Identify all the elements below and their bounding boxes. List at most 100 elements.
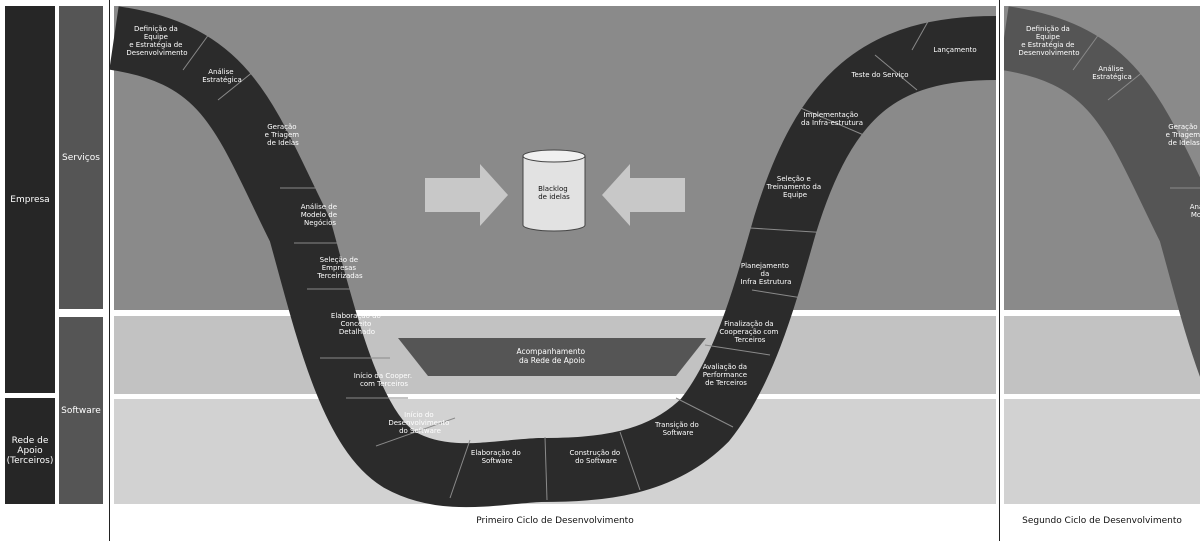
stage-line: Finalização da	[724, 320, 773, 328]
acompanhamento-label: Acompanhamento da Rede de Apoio	[516, 347, 587, 365]
label-servicos: Serviços	[59, 6, 103, 309]
stage-line: Elaboração do	[331, 312, 381, 320]
stage-line: Início da Cooper.	[354, 372, 412, 380]
stage-line: Teste do Serviço	[850, 71, 908, 79]
stage-label: Análise de Modelo de	[1190, 203, 1200, 219]
cycle1-road	[108, 6, 997, 508]
arrow-left-icon	[602, 164, 685, 226]
stage-line: Geração	[1168, 123, 1197, 131]
stage-line: Software	[482, 457, 513, 465]
label-rede-de-apoio: Rede de Apoio (Terceiros)	[5, 398, 55, 504]
stage-line: Equipe	[144, 33, 168, 41]
stage-line: do Software	[575, 457, 617, 465]
stage-label: Análise de Modelo de Negócios	[301, 203, 340, 227]
stage-label: Teste do Serviço	[850, 71, 908, 79]
label-software: Software	[59, 317, 103, 504]
stage-label: Avaliação da Performance de Terceiros	[703, 363, 750, 387]
acompanhamento-line: Acompanhamento	[516, 347, 585, 356]
cycle2-stage-labels: Definição da Equipe e Estratégia de Dese…	[1018, 25, 1200, 219]
stage-line: de Terceiros	[705, 379, 747, 387]
stage-label: Seleção e Treinamento da Equipe	[766, 175, 824, 199]
separator-cycles	[999, 0, 1000, 541]
stage-line: e Triagem	[265, 131, 300, 139]
stage-line: Análise de	[1190, 203, 1200, 211]
stage-line: Análise	[1098, 65, 1123, 73]
stage-line: Conceito	[341, 320, 372, 328]
stage-line: Desenvolvimento	[388, 419, 449, 427]
stage-line: Definição da	[1026, 25, 1070, 33]
stage-line: Lançamento	[933, 46, 976, 54]
cycle2-diagram: Definição da Equipe e Estratégia de Dese…	[1004, 6, 1200, 377]
stage-label: Definição da Equipe e Estratégia de Dese…	[1018, 25, 1079, 57]
band-software-cycle2	[1004, 316, 1200, 394]
stage-label: Análise Estratégica	[202, 68, 242, 84]
stage-line: Seleção e	[777, 175, 811, 183]
stage-line: Negócios	[304, 219, 336, 227]
stage-line: Detalhado	[339, 328, 375, 336]
stage-labels: Definição da Equipe e Estratégia de Dese…	[126, 25, 976, 465]
acompanhamento-line: da Rede de Apoio	[519, 356, 585, 365]
stage-label: Finalização da Cooperação com Terceiros	[719, 320, 780, 344]
band-rede-cycle2	[1004, 399, 1200, 504]
stage-line: da	[761, 270, 770, 278]
stage-line: Equipe	[1036, 33, 1060, 41]
stage-line: Modelo de	[1191, 211, 1200, 219]
stage-label: Implementação da Infra-estrutura	[801, 111, 863, 127]
stage-label: Início do Desenvolvimento do Software	[388, 411, 451, 435]
cycle2-road	[1004, 6, 1200, 377]
stage-line: Modelo de	[301, 211, 337, 219]
stage-line: Análise de	[301, 203, 337, 211]
stage-line: Estratégica	[202, 76, 242, 84]
stage-line: Performance	[703, 371, 747, 379]
stage-line: Software	[663, 429, 694, 437]
stage-label: Geração e Triagem de Idelas	[265, 123, 302, 147]
stage-line: com Terceiros	[360, 380, 408, 388]
stage-line: Seleção de	[320, 256, 358, 264]
stage-label: Transição do Software	[654, 421, 701, 437]
stage-label: Lançamento	[933, 46, 976, 54]
stage-label: Seleção de Empresas Terceirizadas	[316, 256, 363, 280]
stage-line: Cooperação com	[719, 328, 778, 336]
stage-line: e Estratégia de	[1021, 41, 1074, 49]
arrow-right-icon	[425, 164, 508, 226]
stage-line: Elaboração do	[471, 449, 521, 457]
backlog-line: Blacklog	[538, 185, 568, 193]
stage-label: Elaboração do Conceito Detalhado	[331, 312, 383, 336]
stage-line: Infra Estrutura	[741, 278, 792, 286]
stage-line: Terceirizadas	[316, 272, 363, 280]
backlog-line: de idelas	[538, 193, 570, 201]
stage-line: Geração	[267, 123, 296, 131]
stage-label: Análise Estratégica	[1092, 65, 1132, 81]
stage-line: Estratégica	[1092, 73, 1132, 81]
cycle1-caption: Primeiro Ciclo de Desenvolvimento	[476, 516, 634, 526]
road-dividers	[182, 17, 931, 501]
cycle2-road-dividers	[1072, 29, 1200, 189]
stage-line: da Infra-estrutura	[801, 119, 863, 127]
cycle2-caption: Segundo Ciclo de Desenvolvimento	[1022, 516, 1182, 526]
separator-left	[109, 0, 110, 541]
stage-line: Construção do	[570, 449, 621, 457]
stage-label: Elaboração do Software	[471, 449, 523, 465]
cycle1-diagram: Acompanhamento da Rede de Apoio Definiçã…	[108, 6, 997, 508]
stage-label: Construção do do Software	[570, 449, 623, 465]
stage-label: Geração e Triagem de Idelas	[1166, 123, 1200, 147]
stage-line: Planejamento	[741, 262, 789, 270]
stage-line: Definição da	[134, 25, 178, 33]
stage-line: do Software	[399, 427, 441, 435]
stage-label: Planejamento da Infra Estrutura	[741, 262, 792, 286]
stage-line: Início do	[404, 411, 433, 419]
stage-line: de Idelas	[1168, 139, 1200, 147]
stage-line: Implementação	[804, 111, 859, 119]
stage-label: Início da Cooper. com Terceiros	[354, 372, 415, 388]
backlog-cylinder-icon	[522, 149, 586, 232]
stage-line: de Idelas	[267, 139, 299, 147]
stage-label: Definição da Equipe e Estratégia de Dese…	[126, 25, 187, 57]
stage-line: Terceiros	[734, 336, 766, 344]
stage-line: e Triagem	[1166, 131, 1200, 139]
stage-line: Avaliação da	[703, 363, 747, 371]
stage-line: Transição do	[654, 421, 699, 429]
stage-line: Desenvolvimento	[1018, 49, 1079, 57]
stage-line: Empresas	[322, 264, 357, 272]
label-empresa: Empresa	[5, 6, 55, 393]
stage-line: Desenvolvimento	[126, 49, 187, 57]
